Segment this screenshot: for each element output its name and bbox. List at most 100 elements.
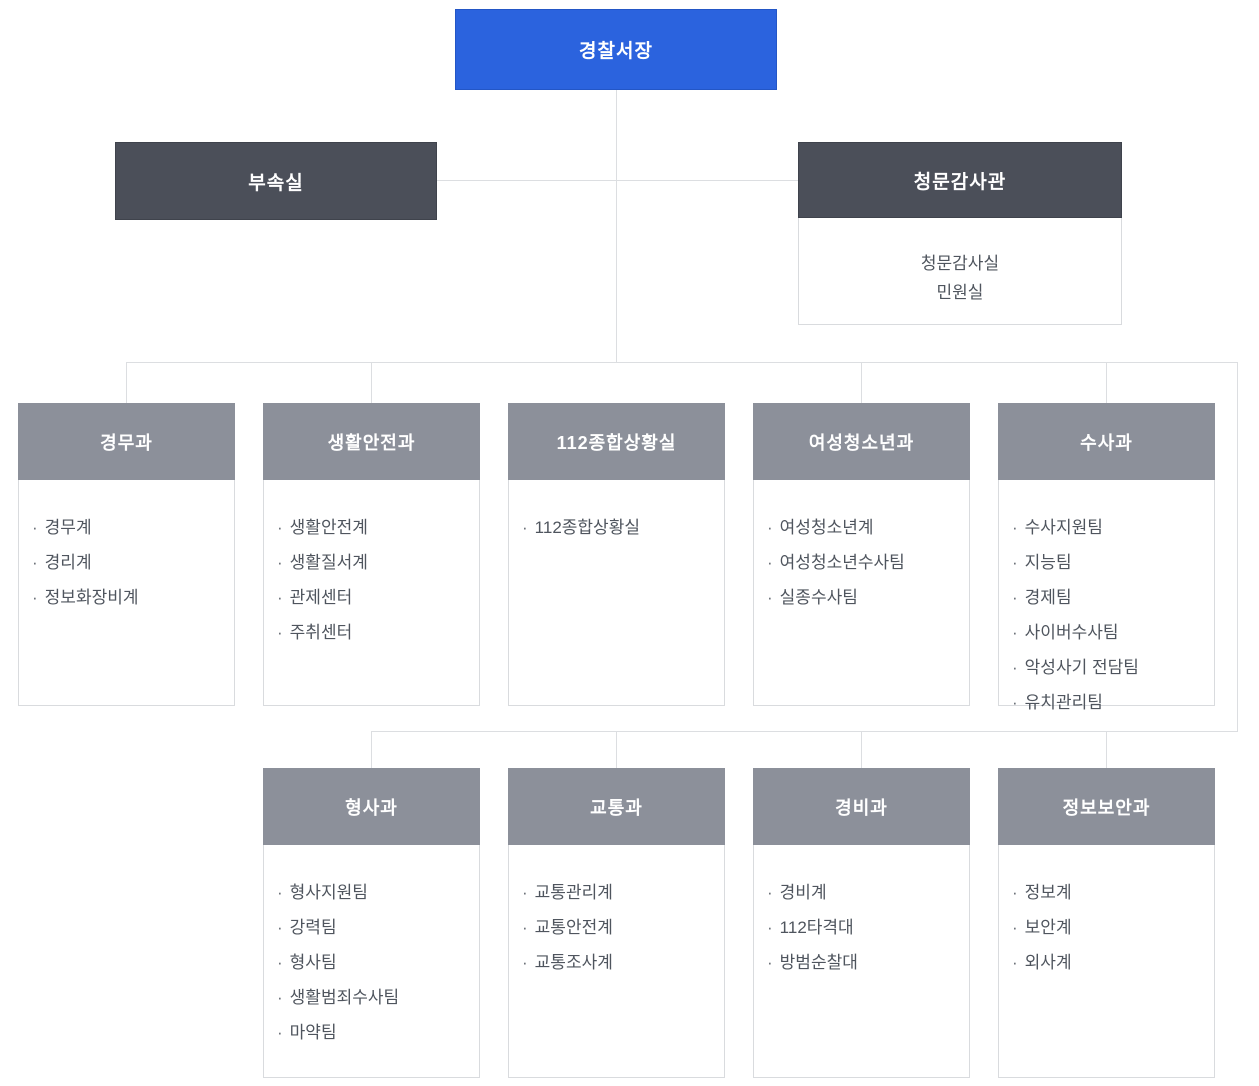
dept-unit-item: ·112타격대 <box>767 910 963 945</box>
dept-header: 112종합상황실 <box>508 403 725 480</box>
bullet-dot: · <box>277 1023 283 1042</box>
chief-label: 경찰서장 <box>579 41 653 62</box>
dept-unit-label: 112타격대 <box>779 918 854 937</box>
dept-unit-item: · 여성청소년수사팀 <box>767 545 963 580</box>
audit-sub-unit: 청문감사실 <box>920 254 1000 273</box>
bullet-dot: · <box>1012 658 1018 677</box>
bullet-dot: · <box>32 518 38 537</box>
bullet-dot: · <box>1012 693 1018 712</box>
dept-unit-list: ·112종합상황실 <box>509 510 724 545</box>
dept-header: 수사과 <box>998 403 1215 480</box>
dept-unit-list: ·형사지원팀·강력팀·형사팀·생활범죄수사팀·마약팀 <box>264 875 479 1050</box>
bullet-dot: · <box>277 518 283 537</box>
dept-unit-item: ·경비계 <box>767 875 963 910</box>
audit-sub-unit: 민원실 <box>936 283 984 302</box>
dept-unit-label: 실종수사팀 <box>779 588 858 607</box>
dept-unit-label: 관제센터 <box>289 588 353 607</box>
connector-line <box>1106 362 1107 403</box>
connector-line <box>1106 731 1107 768</box>
dept-unit-label: 지능팀 <box>1024 553 1072 572</box>
dept-unit-item: ·지능팀 <box>1012 545 1208 580</box>
dept-unit-item: ·정보계 <box>1012 875 1208 910</box>
dept-unit-label: 교통안전계 <box>534 918 613 937</box>
dept-unit-item: · 형사팀 <box>277 945 473 980</box>
dept-unit-label: 방범순찰대 <box>779 953 858 972</box>
bullet-dot: · <box>277 588 283 607</box>
dept-unit-label: 사이버수사팀 <box>1024 623 1119 642</box>
dept-card: 112종합상황실 ·112종합상황실 <box>508 403 725 706</box>
bullet-dot: · <box>277 553 283 572</box>
bullet-dot: · <box>277 988 283 1007</box>
dept-header: 여성청소년과 <box>753 403 970 480</box>
dept-unit-label: 생활안전계 <box>289 518 368 537</box>
dept-unit-label: 교통관리계 <box>534 883 613 902</box>
connector-line <box>1237 362 1238 732</box>
bullet-dot: · <box>1012 518 1018 537</box>
dept-unit-label: 생활범죄수사팀 <box>289 988 400 1007</box>
bullet-dot: · <box>1012 953 1018 972</box>
dept-unit-item: ·실종수사팀 <box>767 580 963 615</box>
dept-header: 정보보안과 <box>998 768 1215 845</box>
dept-unit-label: 유치관리팀 <box>1024 693 1103 712</box>
dept-card: 경무과·경무계·경리계·정보화장비계 <box>18 403 235 706</box>
dept-unit-item: · 보안계 <box>1012 910 1208 945</box>
dept-unit-item: ·주취센터 <box>277 615 473 650</box>
annex-box: 부속실 <box>115 142 437 220</box>
connector-line <box>126 362 127 403</box>
dept-unit-item: · 유치관리팀 <box>1012 685 1208 720</box>
dept-unit-item: ·정보화장비계 <box>32 580 228 615</box>
connector-line <box>861 362 862 403</box>
bullet-dot: · <box>522 518 528 537</box>
audit-label: 청문감사관 <box>913 171 1007 193</box>
dept-card: 정보보안과·정보계·보안계·외사계 <box>998 768 1215 1078</box>
bullet-dot: · <box>1012 918 1018 937</box>
dept-unit-label: 마약팀 <box>289 1023 337 1042</box>
bullet-dot: · <box>767 518 773 537</box>
dept-card: 교통과·교통관리계·교통안전계·교통조사계 <box>508 768 725 1078</box>
connector-line <box>616 731 617 768</box>
bullet-dot: · <box>32 553 38 572</box>
dept-unit-label: 악성사기 전담팀 <box>1024 658 1139 677</box>
dept-unit-item: · 교통조사계 <box>522 945 718 980</box>
bullet-dot: · <box>522 953 528 972</box>
dept-unit-item: · 형사지원팀 <box>277 875 473 910</box>
dept-unit-list: ·생활안전계·생활질서계·관제센터·주취센터 <box>264 510 479 650</box>
dept-unit-list: ·정보계·보안계·외사계 <box>999 875 1214 980</box>
dept-unit-label: 주취센터 <box>289 623 353 642</box>
dept-card: 여성청소년과·여성청소년계·여성청소년수사팀·실종수사팀 <box>753 403 970 706</box>
dept-unit-item: · 마약팀 <box>277 1015 473 1050</box>
bullet-dot: · <box>522 883 528 902</box>
dept-unit-item: · 교통안전계 <box>522 910 718 945</box>
bullet-dot: · <box>767 553 773 572</box>
dept-unit-label: 형사지원팀 <box>289 883 368 902</box>
dept-header: 경비과 <box>753 768 970 845</box>
dept-unit-label: 정보화장비계 <box>44 588 139 607</box>
dept-unit-item: ·경무계 <box>32 510 228 545</box>
audit-card: 청문감사관 청문감사실 민원실 <box>798 142 1122 325</box>
bullet-dot: · <box>767 883 773 902</box>
dept-unit-label: 여성청소년수사팀 <box>779 553 905 572</box>
connector-line <box>616 89 617 363</box>
dept-unit-label: 교통조사계 <box>534 953 613 972</box>
dept-unit-item: ·경리계 <box>32 545 228 580</box>
dept-unit-item: ·방범순찰대 <box>767 945 963 980</box>
dept-unit-label: 수사지원팀 <box>1024 518 1103 537</box>
dept-unit-item: ·외사계 <box>1012 945 1208 980</box>
connector-line <box>371 362 372 403</box>
dept-unit-label: 형사팀 <box>289 953 337 972</box>
bullet-dot: · <box>522 918 528 937</box>
dept-unit-label: 보안계 <box>1024 918 1072 937</box>
dept-unit-item: ·경제팀 <box>1012 580 1208 615</box>
dept-unit-list: ·경무계·경리계·정보화장비계 <box>19 510 234 615</box>
dept-header: 경무과 <box>18 403 235 480</box>
dept-unit-item: · 생활안전계 <box>277 510 473 545</box>
dept-card: 형사과·형사지원팀·강력팀·형사팀·생활범죄수사팀·마약팀 <box>263 768 480 1078</box>
dept-unit-label: 강력팀 <box>289 918 337 937</box>
bullet-dot: · <box>277 953 283 972</box>
dept-unit-label: 정보계 <box>1024 883 1072 902</box>
dept-unit-item: ·112종합상황실 <box>522 510 718 545</box>
dept-unit-item: ·생활질서계 <box>277 545 473 580</box>
dept-unit-item: · 관제센터 <box>277 580 473 615</box>
bullet-dot: · <box>277 883 283 902</box>
